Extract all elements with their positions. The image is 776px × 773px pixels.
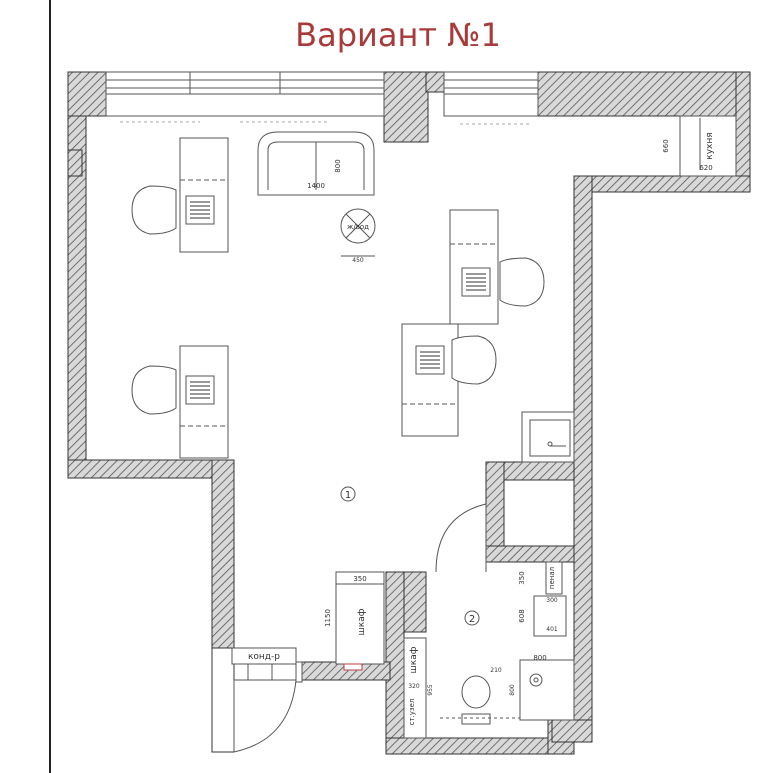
dim-sofa-depth: 800	[334, 159, 342, 172]
entrance: конд-р	[231, 647, 303, 753]
closet-2: шкаф 955 320 ст.узел	[403, 637, 434, 739]
wall-entrance-post	[211, 647, 235, 753]
wall-left-lower	[211, 459, 235, 651]
window-right	[443, 71, 539, 95]
wall-top-center-pier	[383, 71, 429, 143]
dim-sofa-width: 1400	[307, 182, 325, 190]
dim-wardrobe-length: 1150	[324, 609, 332, 627]
sofa: 1400 800	[257, 131, 375, 196]
dim-kitchen-width: 620	[699, 164, 712, 172]
wall-step	[573, 175, 751, 193]
column-cabinet	[545, 561, 563, 595]
radiators	[120, 121, 530, 125]
floor-drain: ж/вод 450	[340, 208, 376, 264]
chair-3	[499, 257, 545, 307]
walls	[67, 71, 751, 755]
dim-cabinet-top: 350	[518, 571, 526, 584]
entrance-door-swing	[233, 679, 297, 753]
column-cabinet-label: пенал	[548, 567, 556, 589]
dim-closet-small: 320	[408, 683, 420, 690]
dim-wardrobe-depth: 350	[353, 575, 366, 583]
chair-1	[131, 185, 177, 235]
room-label-bath: 2	[469, 614, 475, 625]
dim-shower-width: 800	[533, 654, 546, 662]
shower	[519, 659, 575, 721]
washbasin	[533, 595, 567, 637]
wardrobe-2-label: шкаф	[409, 646, 419, 673]
wall-bath-bottom	[385, 737, 553, 755]
dim-cabinet-low: 401	[546, 626, 558, 633]
dim-cabinet-inner: 300	[546, 597, 558, 604]
wardrobe-1-label: шкаф	[357, 608, 367, 635]
floor-drain-label: ж/вод	[347, 223, 369, 231]
bath-fixtures: пенал 350 300 401 608 800 800 210	[440, 561, 575, 725]
dim-shower-side: 210	[490, 667, 502, 674]
desk-4	[401, 323, 459, 437]
room-label-main: 1	[345, 490, 351, 501]
desk-3	[449, 209, 499, 325]
red-marker	[343, 663, 363, 671]
wall-small-pier	[425, 71, 445, 93]
ac-unit-label: конд-р	[248, 652, 280, 662]
wall-left-jog	[67, 459, 235, 479]
windows	[105, 71, 539, 117]
sink-cabinet	[521, 411, 575, 463]
toilet	[461, 675, 491, 709]
desk-1	[179, 137, 229, 253]
wardrobe-1: 350 шкаф 1150	[324, 571, 385, 671]
kitchen: кухня 660 620	[662, 115, 737, 177]
wall-top-left-pier	[67, 71, 107, 117]
dim-kitchen-depth: 660	[662, 139, 670, 152]
kitchen-block	[679, 115, 737, 177]
ac-unit	[231, 647, 297, 665]
kitchen-label: кухня	[705, 132, 715, 159]
wall-shaft-bottom	[485, 545, 575, 563]
dim-drain: 450	[352, 257, 364, 264]
wall-top-right-block	[537, 71, 751, 117]
workstations	[131, 137, 545, 459]
window-left	[105, 71, 385, 95]
room-labels: 1 2	[340, 486, 480, 626]
dim-closet-len: 955	[427, 684, 434, 696]
plan-title: Вариант №1	[295, 16, 501, 54]
wall-right	[573, 175, 593, 743]
chair-2	[131, 365, 177, 415]
bath-door-swing	[435, 503, 487, 573]
riser-label: ст.узел	[408, 699, 416, 726]
wall-kitchen-right	[735, 71, 751, 191]
wall-left-stub	[67, 149, 83, 177]
dim-cabinet-mid: 608	[518, 609, 526, 622]
chair-4	[451, 335, 497, 385]
dim-shower-depth: 800	[509, 684, 516, 696]
wall-bath-corner2	[551, 719, 593, 743]
